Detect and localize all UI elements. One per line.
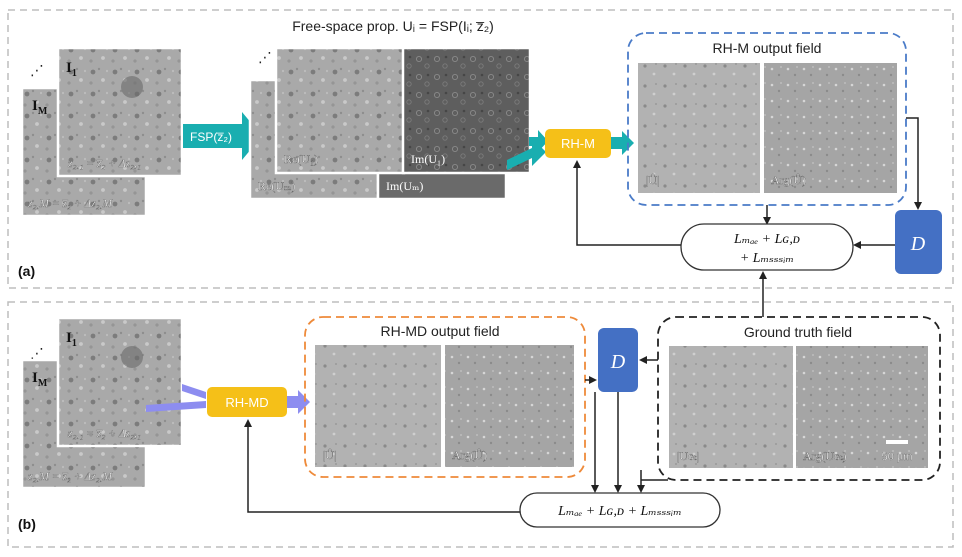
eq-z21-b: z₂,₁ = z̅₂ + Δz₂,₁ <box>67 428 141 440</box>
label-re-u1: Re(U₁) <box>284 152 318 166</box>
stack-ellipsis-b: ⋰ <box>30 345 44 361</box>
loss-a-line1: Lₘₐₑ + Lɢ,ᴅ <box>733 232 800 247</box>
label-phase-b: Arg(Û) <box>452 448 487 462</box>
fsp-arrow-shape <box>183 112 262 160</box>
rh-m-output-title: RH-M output field <box>713 40 822 56</box>
panel-a-label: (a) <box>18 263 35 279</box>
fsp-title: Free-space prop. Uᵢ = FSP(Iᵢ; z̅₂) <box>292 18 494 34</box>
eq-z2M-a: z₂,M = z̅₂ + Δz₂,M <box>27 198 114 210</box>
cell-cluster-b <box>121 346 143 368</box>
panel-b-frame <box>7 301 954 548</box>
rh-md-node <box>207 387 287 417</box>
fsp-arrow-label: FSP(z̅₂) <box>190 130 232 144</box>
input-stack-b: ⋰ IM z₂,M = z̅₂ + Δz₂,M I1 z₂,₁ = z̅₂ + … <box>20 316 184 490</box>
arrow-loss-to-rh-m <box>573 160 681 246</box>
label-re-um: Re(Uₘ) <box>258 179 295 193</box>
ground-truth-group: Ground truth field |Uɢₜ| Arg(Uɢₜ) 50 μm <box>657 316 941 481</box>
label-amp-b: |Û| <box>323 448 336 462</box>
label-gt-amp: |Uɢₜ| <box>677 449 699 463</box>
eq-z21-a: z₂,₁ = z̅₂ + Δz₂,₁ <box>67 158 141 170</box>
disc-node-a <box>895 210 942 274</box>
rh-m-output-group: RH-M output field |Û| Arg(Û) <box>627 32 907 206</box>
arrow-output-to-disc-a <box>906 117 922 210</box>
ground-truth-frame <box>657 316 941 481</box>
purple-arrow-bottom <box>146 401 206 412</box>
teal-arrow-to-output <box>611 131 634 155</box>
input-stack-a: ⋰ IM z₂,M = z̅₂ + Δz₂,M I1 z₂,₁ = z̅₂ + … <box>20 46 184 218</box>
loss-node-b <box>519 492 721 528</box>
label-im-u1: Im(U₁) <box>411 152 445 166</box>
cell-cluster <box>121 76 143 98</box>
image-re-u1 <box>274 46 406 175</box>
image-I1-a <box>56 46 184 178</box>
panel-b-label: (b) <box>18 516 36 532</box>
image-phase-a <box>762 61 899 195</box>
fsp-arrow: FSP(z̅₂) <box>183 112 262 160</box>
image-phase-b <box>443 343 576 469</box>
scale-bar <box>886 440 908 444</box>
rh-m-node <box>545 129 611 158</box>
arrow-loss-to-rh-md <box>244 419 520 513</box>
rh-m-label: RH-M <box>561 136 595 151</box>
label-amp-a: |Û| <box>646 173 659 187</box>
purple-arrow-to-output <box>287 390 310 414</box>
purple-arrow-top <box>182 384 206 399</box>
disc-label-a: D <box>910 233 926 255</box>
ground-truth-title: Ground truth field <box>744 324 852 340</box>
disc-label-b: D <box>610 351 626 373</box>
image-gt-amp <box>667 344 795 470</box>
image-im-u1 <box>401 46 532 175</box>
label-I1-a: I1 <box>66 60 77 79</box>
teal-arrow-im-u1 <box>529 130 548 152</box>
rh-md-output-title: RH-MD output field <box>380 323 499 339</box>
fsp-stack: ⋰ Re(Uₘ) Im(Uₘ) Re(U₁) Im(U₁) <box>248 46 532 201</box>
label-im-um: Im(Uₘ) <box>386 179 423 193</box>
image-amp-b <box>313 343 443 469</box>
rh-m-output-frame <box>627 32 907 206</box>
image-I1-b <box>56 316 184 448</box>
disc-node-b <box>598 328 638 392</box>
loss-b-text: Lₘₐₑ + Lɢ,ᴅ + Lₘₛₛₛᵢₘ <box>557 504 682 519</box>
label-I1-b: I1 <box>66 330 77 349</box>
rh-md-label: RH-MD <box>225 395 268 410</box>
panel-a-frame <box>7 9 954 289</box>
loss-a-line2: + Lₘₛₛₛᵢₘ <box>740 251 794 266</box>
label-phase-a: Arg(Û) <box>771 173 806 187</box>
label-IM-a: IM <box>32 98 48 117</box>
label-IM-b: IM <box>32 370 48 389</box>
fsp-stack-ellipsis: ⋰ <box>258 49 272 65</box>
label-gt-phase: Arg(Uɢₜ) <box>803 449 847 463</box>
eq-z2M-b: z₂,M = z̅₂ + Δz₂,M <box>27 471 114 483</box>
scale-bar-label: 50 μm <box>882 451 913 463</box>
stack-ellipsis: ⋰ <box>30 62 44 78</box>
image-gt-phase <box>794 344 930 470</box>
image-amp-a <box>636 61 762 195</box>
rh-md-output-frame <box>304 316 586 478</box>
rh-md-output-group: RH-MD output field |Û| Arg(Û) <box>304 316 586 478</box>
